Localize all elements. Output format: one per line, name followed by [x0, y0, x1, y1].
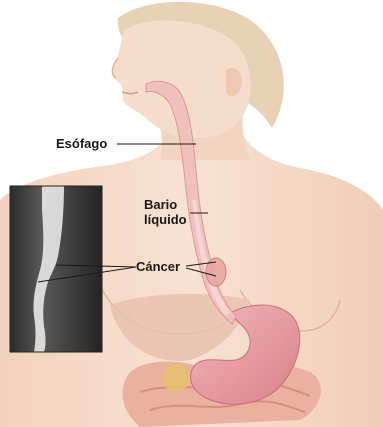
- barium-label: Bario líquido: [144, 197, 187, 227]
- esophagus-label: Esófago: [56, 136, 107, 151]
- barium-label-line2: líquido: [144, 212, 187, 227]
- cancer-label: Cáncer: [136, 259, 180, 274]
- xray-inset: [10, 186, 102, 352]
- barium-label-line1: Bario: [144, 197, 187, 212]
